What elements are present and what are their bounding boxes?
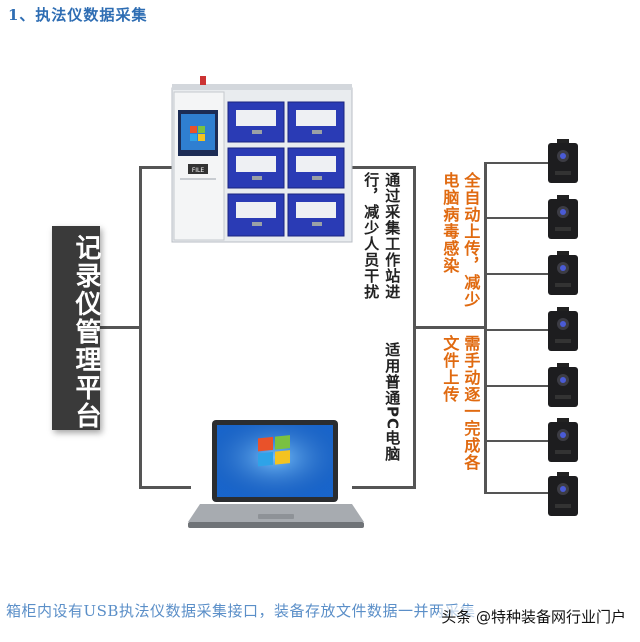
connector-cabinet-right [352, 166, 414, 169]
camera-branch [484, 440, 548, 442]
auto-upload-note-line2: 电脑病毒感染 [440, 172, 460, 274]
connector-laptop-right [352, 486, 414, 489]
collection-cabinet-image: FILE [171, 76, 353, 243]
connector-left-vertical [139, 166, 142, 488]
connector-camera-bus [484, 162, 487, 494]
camera-branch [484, 162, 548, 164]
station-note-line2: 行，减少人员干扰 [362, 172, 381, 300]
cabinet-screen-label: FILE [192, 167, 205, 174]
manual-upload-note-line2: 文件上传 [440, 335, 460, 403]
body-camera-icon [548, 472, 578, 516]
body-camera-icon [548, 195, 578, 239]
connector-to-cabinet [139, 166, 175, 169]
connector-to-cameras [413, 326, 485, 329]
connector-to-laptop [139, 486, 191, 489]
management-platform-block: 记录仪管理平台 [52, 226, 101, 430]
camera-branch [484, 329, 548, 331]
watermark-text: 头条 @特种装备网行业门户 [439, 606, 628, 627]
laptop-image [188, 420, 364, 528]
station-note-line1: 通过采集工作站进 [383, 172, 402, 300]
section-heading: 1、执法仪数据采集 [8, 6, 148, 24]
body-camera-icon [548, 139, 578, 183]
camera-branch [484, 385, 548, 387]
body-camera-icon [548, 307, 578, 351]
body-camera-icon [548, 251, 578, 295]
camera-branch [484, 273, 548, 275]
platform-label: 记录仪管理平台 [71, 234, 101, 430]
manual-upload-note-line1: 需手动逐一完成各 [461, 335, 481, 471]
connector-platform-trunk [100, 326, 140, 329]
body-camera-icon [548, 418, 578, 462]
body-camera-icon [548, 363, 578, 407]
caption-text: 箱柜内设有USB执法仪数据采集接口，装备存放文件数据一并两采集 [6, 602, 476, 620]
camera-branch [484, 492, 548, 494]
pc-note: 适用普通PC电脑 [383, 342, 402, 463]
camera-branch [484, 217, 548, 219]
auto-upload-note-line1: 全自动上传，减少 [461, 172, 481, 308]
